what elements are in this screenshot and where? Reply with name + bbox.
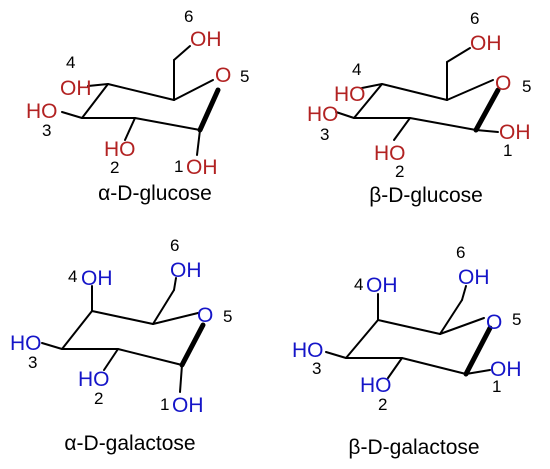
- oh6-label: OH: [458, 266, 490, 289]
- oh1-label: OH: [499, 121, 531, 144]
- o5-number: 5: [512, 310, 521, 329]
- oh3-label: HO: [307, 103, 339, 126]
- oh4-label: OH: [60, 77, 92, 100]
- c2-number: 2: [395, 162, 404, 181]
- c6-number: 6: [456, 243, 465, 262]
- c2-number: 2: [94, 389, 103, 408]
- c3-number: 3: [320, 125, 329, 144]
- c6-bond: [439, 299, 463, 335]
- beta-d-galactose: OH O OH HO HO OH 6 5 4 3 2 1 β-D-galacto…: [292, 243, 522, 459]
- alpha-d-glucose: OH O OH HO HO OH 6 5 4 3 2 1 α-D-glucose: [26, 7, 249, 205]
- oh6-label: OH: [190, 28, 222, 51]
- c1-number: 1: [492, 377, 501, 396]
- oh2-label: HO: [360, 374, 392, 397]
- oh1-label: OH: [490, 358, 522, 381]
- oh3-label: HO: [26, 100, 58, 123]
- oh6-label: OH: [470, 32, 502, 55]
- o5-number: 5: [240, 67, 249, 86]
- ring-bonds: [41, 277, 206, 393]
- c6-number: 6: [470, 9, 479, 28]
- c1-number: 1: [160, 395, 169, 414]
- o5-number: 5: [522, 77, 531, 96]
- beta-d-glucose: OH O HO HO HO OH 6 5 4 3 2 1 β-D-glucose: [307, 9, 531, 207]
- c2-number: 2: [378, 395, 387, 414]
- o5-number: 5: [223, 307, 232, 326]
- oh4-label: HO: [334, 83, 366, 106]
- ring-bonds: [61, 45, 221, 156]
- ring-oxygen-label: O: [197, 304, 213, 327]
- beta-d-galactose-name: β-D-galactose: [348, 436, 479, 459]
- oh3-label: HO: [10, 332, 42, 355]
- c4-number: 4: [352, 60, 361, 79]
- oh6-label: OH: [170, 259, 202, 282]
- c4-number: 4: [354, 275, 363, 294]
- oh1-label: OH: [186, 156, 218, 179]
- c6-number: 6: [184, 7, 193, 26]
- c6-bond: [152, 289, 175, 325]
- oh2-label: HO: [78, 368, 110, 391]
- c4-number: 4: [66, 53, 75, 72]
- oh3-label: HO: [292, 339, 324, 362]
- alpha-d-galactose: OH O OH HO HO OH 6 5 4 3 2 1 α-D-galacto…: [10, 236, 232, 455]
- ring-oxygen-label: O: [495, 72, 511, 95]
- beta-d-glucose-name: β-D-glucose: [369, 184, 483, 207]
- c3-number: 3: [42, 121, 51, 140]
- c1-number: 1: [503, 141, 512, 160]
- c3-number: 3: [312, 359, 321, 378]
- oh4-label: OH: [366, 274, 398, 297]
- oh2-label: HO: [374, 142, 406, 165]
- alpha-d-glucose-name: α-D-glucose: [98, 182, 212, 205]
- c1-number: 1: [174, 157, 183, 176]
- ring-oxygen-label: O: [215, 64, 231, 87]
- c3-number: 3: [28, 353, 37, 372]
- ring-bonds: [335, 47, 501, 141]
- ring-oxygen-label: O: [486, 311, 502, 334]
- oh2-label: HO: [104, 138, 136, 161]
- oh1-label: OH: [172, 394, 204, 417]
- alpha-d-galactose-name: α-D-galactose: [64, 432, 195, 455]
- ring-bonds: [325, 285, 493, 379]
- c2-number: 2: [110, 158, 119, 177]
- c6-number: 6: [170, 236, 179, 255]
- c4-number: 4: [68, 267, 77, 286]
- oh4-label: OH: [81, 267, 113, 290]
